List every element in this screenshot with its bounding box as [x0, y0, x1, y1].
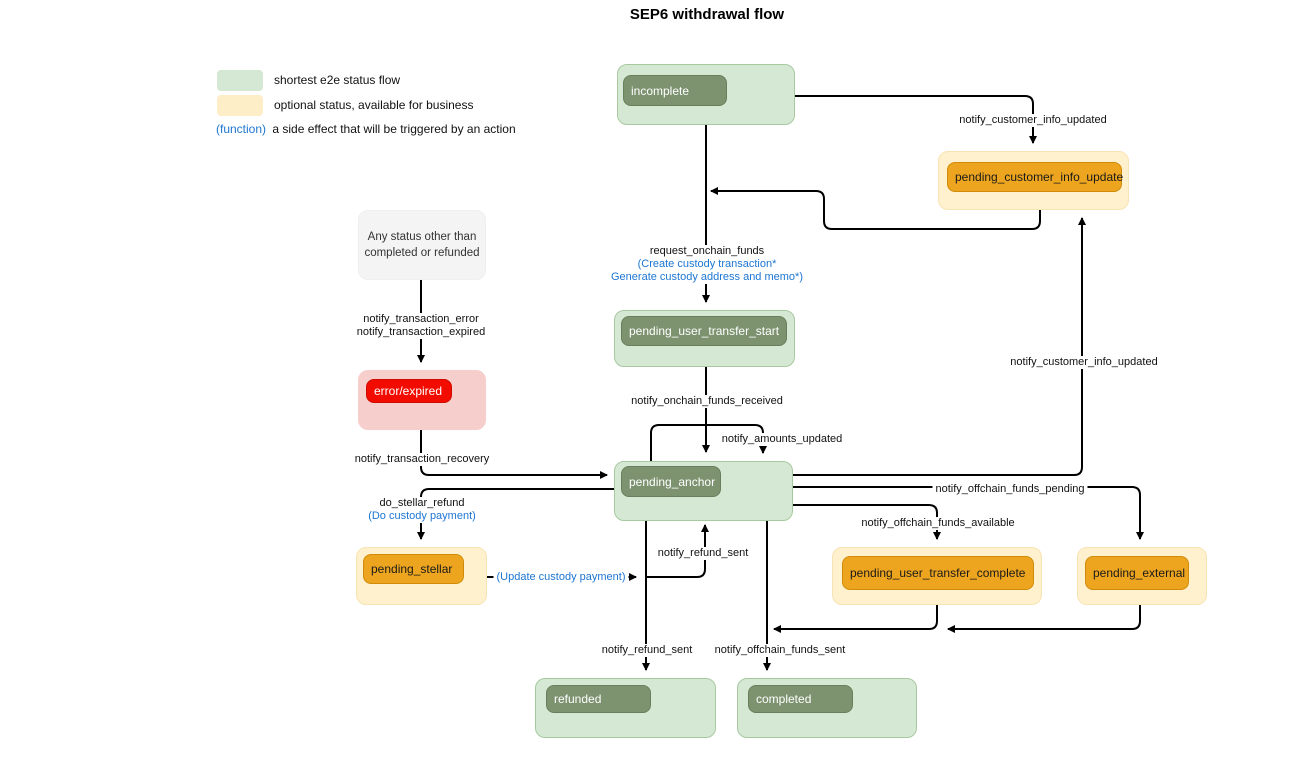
node-error-expired-label: error/expired	[374, 384, 443, 398]
node-pending-user-transfer-complete-pill: pending_user_transfer_complete	[842, 556, 1034, 590]
node-pending-anchor: pending_anchor	[614, 461, 793, 521]
edge-label-notify-offchain-funds-sent: notify_offchain_funds_sent	[711, 644, 849, 657]
node-pending-customer-info-update: pending_customer_info_update	[938, 151, 1129, 210]
node-any-status-note: Any status other than completed or refun…	[358, 210, 486, 280]
node-completed-pill: completed	[748, 685, 853, 713]
any-status-note-text: Any status other than completed or refun…	[359, 211, 485, 279]
node-pending-external: pending_external	[1077, 547, 1207, 605]
legend-function-token: (function)	[216, 122, 267, 136]
edge-label-notify-transaction-expired: notify_transaction_expired	[356, 326, 486, 338]
node-pending-user-transfer-start-pill: pending_user_transfer_start	[621, 316, 787, 346]
node-pending-customer-info-update-pill: pending_customer_info_update	[947, 162, 1124, 192]
node-pending-customer-info-update-label: pending_customer_info_update	[955, 170, 1124, 184]
node-pending-user-transfer-complete: pending_user_transfer_complete	[832, 547, 1042, 605]
edge-label-generate-custody-address: Generate custody address and memo*)	[611, 271, 803, 283]
node-incomplete-pill: incomplete	[623, 75, 727, 106]
legend-green-swatch	[217, 70, 263, 91]
node-completed-label: completed	[756, 692, 812, 706]
edge-label-notify-offchain-funds-available: notify_offchain_funds_available	[858, 517, 1018, 530]
edge-label-request-onchain-funds-group: request_onchain_funds (Create custody tr…	[608, 245, 806, 284]
edge-label-request-onchain-funds: request_onchain_funds	[649, 245, 765, 257]
edge-label-update-custody-payment: (Update custody payment)	[493, 571, 629, 584]
legend-yellow-label: optional status, available for business	[274, 98, 474, 112]
edge-label-notify-refund-sent-bottom: notify_refund_sent	[598, 644, 696, 657]
edge-label-do-stellar-refund: do_stellar_refund	[379, 497, 465, 509]
any-status-line1: Any status other than	[367, 231, 477, 243]
node-pending-stellar-pill: pending_stellar	[363, 554, 464, 584]
node-pending-anchor-label: pending_anchor	[629, 474, 716, 489]
edge-label-create-custody-transaction: (Create custody transaction*	[637, 258, 777, 270]
legend-function-row: (function) a side effect that will be tr…	[216, 122, 516, 136]
edge-label-do-custody-payment: (Do custody payment)	[368, 510, 476, 522]
node-pending-anchor-pill: pending_anchor	[621, 466, 721, 497]
edge-label-notify-transaction-recovery: notify_transaction_recovery	[351, 453, 493, 466]
edge-label-notify-offchain-funds-pending: notify_offchain_funds_pending	[932, 483, 1088, 496]
node-pending-external-label: pending_external	[1093, 566, 1186, 580]
legend-green-label: shortest e2e status flow	[274, 73, 401, 87]
node-error-expired-pill: error/expired	[366, 379, 452, 403]
legend-yellow-swatch	[217, 95, 263, 116]
node-pending-stellar-label: pending_stellar	[371, 562, 453, 576]
edge-label-notify-customer-info-updated-right: notify_customer_info_updated	[1007, 356, 1161, 369]
edge-label-notify-amounts-updated: notify_amounts_updated	[718, 433, 846, 446]
node-refunded: refunded	[535, 678, 716, 738]
node-pending-user-transfer-start-label: pending_user_transfer_start	[629, 324, 780, 338]
edge-label-notify-transaction-error: notify_transaction_error	[363, 313, 479, 325]
node-pending-user-transfer-start: pending_user_transfer_start	[614, 310, 795, 367]
edge-label-notify-refund-sent-mid: notify_refund_sent	[654, 547, 752, 560]
node-refunded-label: refunded	[554, 692, 602, 706]
node-incomplete: incomplete	[617, 64, 795, 125]
edge-label-transaction-error-group: notify_transaction_error notify_transact…	[353, 313, 489, 339]
node-refunded-pill: refunded	[546, 685, 651, 713]
legend-function-desc: a side effect that will be triggered by …	[272, 122, 516, 136]
edge-label-notify-onchain-funds-received: notify_onchain_funds_received	[628, 395, 786, 408]
node-pending-stellar: pending_stellar	[356, 547, 487, 605]
node-pending-external-pill: pending_external	[1085, 556, 1189, 590]
node-error-expired: error/expired	[358, 370, 486, 430]
edge-label-notify-customer-info-updated-top: notify_customer_info_updated	[956, 114, 1110, 127]
any-status-line2: completed or refunded	[364, 247, 480, 259]
node-pending-user-transfer-complete-label: pending_user_transfer_complete	[850, 566, 1026, 580]
edge-label-do-stellar-refund-group: do_stellar_refund (Do custody payment)	[365, 497, 479, 523]
diagram-title: SEP6 withdrawal flow	[629, 6, 785, 23]
node-incomplete-label: incomplete	[631, 83, 690, 98]
node-completed: completed	[737, 678, 917, 738]
